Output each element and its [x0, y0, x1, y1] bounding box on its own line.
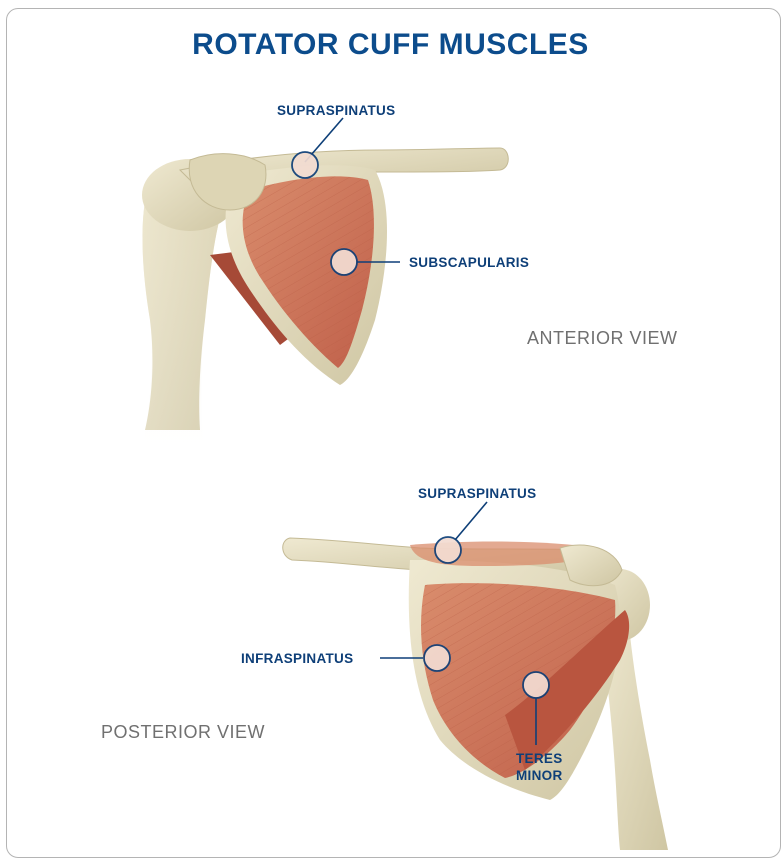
teres-minor-label-line1: TERES: [516, 750, 556, 767]
anterior-supraspinatus-label: SUPRASPINATUS: [277, 103, 395, 118]
anterior-subscapularis-label: SUBSCAPULARIS: [409, 255, 529, 270]
anterior-shoulder: [140, 148, 508, 460]
infraspinatus-label: INFRASPINATUS: [241, 651, 353, 666]
posterior-view-label: POSTERIOR VIEW: [101, 722, 265, 743]
posterior-shoulder: [283, 538, 668, 850]
teres-minor-label: TERES MINOR: [516, 750, 556, 784]
teres-minor-label-line2: MINOR: [516, 767, 556, 784]
posterior-supraspinatus-label: SUPRASPINATUS: [418, 486, 536, 501]
anterior-view-label: ANTERIOR VIEW: [527, 328, 678, 349]
